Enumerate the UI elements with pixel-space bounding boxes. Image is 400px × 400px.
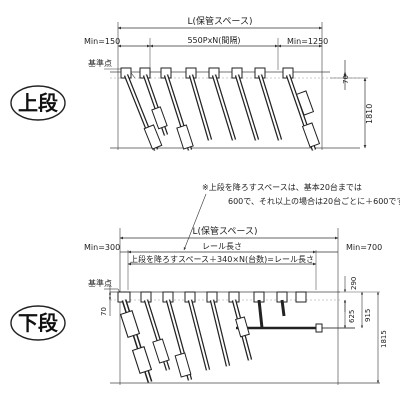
lower-rail-formula-label: 上段を降ろすスペース＋340×N(台数)=レール長さ: [130, 254, 314, 264]
lower-min-right-label: Min=700: [346, 243, 382, 252]
lower-min-left-label: Min=300: [84, 243, 120, 252]
lower-rack-8: [276, 291, 288, 317]
upper-rack-6: [231, 67, 260, 141]
upper-rack-4: [185, 67, 213, 141]
lower-badge-text: 下段: [18, 311, 58, 335]
upper-dim-height-label: 1810: [365, 104, 374, 124]
lower-section: ※上段を降ろすスペースは、基本20台までは 600で、それ以上の場合は20台ごと…: [10, 182, 400, 385]
upper-storage-space-label: L(保管スペース): [188, 15, 253, 27]
upper-rack-1: [120, 67, 163, 151]
lower-dim-915-label: 915: [364, 309, 372, 322]
upper-rack-3: [160, 67, 194, 151]
upper-min-left-label: Min=150: [84, 37, 120, 46]
lower-storage-space-label: L(保管スペース): [193, 225, 258, 237]
lower-rack-2: [140, 291, 171, 371]
upper-rack-8: [282, 67, 321, 151]
upper-min-right-label: Min=1250: [287, 37, 328, 46]
upper-badge-text: 上段: [18, 91, 58, 115]
lower-badge: 下段: [10, 305, 66, 341]
upper-reference-point-label: 基準点: [88, 58, 112, 68]
upper-rack-5: [208, 67, 237, 141]
upper-dim-top-label: 70: [342, 75, 350, 84]
lower-rack-4: [184, 291, 211, 371]
lower-dim-70-label: 70: [100, 307, 108, 316]
upper-rack-7: [254, 67, 283, 141]
lower-rail-length-label: レール長さ: [202, 242, 242, 251]
lower-rack-9: [295, 291, 307, 303]
lower-rack-5: [206, 291, 231, 367]
lower-rack-3: [162, 291, 193, 381]
upper-badge: 上段: [10, 85, 66, 121]
lower-note-line2: 600で、それ以上の場合は20台ごとに＋600です: [228, 196, 400, 206]
lower-rack-6: [228, 291, 253, 361]
lower-reference-point-label: 基準点: [88, 278, 112, 288]
upper-pitch-label: 550PxN(間隔): [187, 36, 240, 45]
lower-dim-1815-label: 1815: [380, 330, 388, 348]
lower-dim-290-label: 290: [350, 277, 358, 290]
lower-rack-7: [253, 291, 265, 329]
upper-rack-2: [139, 67, 169, 136]
lower-rack-1: [117, 291, 153, 383]
lower-note-line1: ※上段を降ろすスペースは、基本20台までは: [202, 182, 362, 192]
lower-dim-625-label: 625: [348, 310, 356, 323]
upper-section: L(保管スペース) Min=150 550PxN(間隔) Min=1250 基準…: [10, 15, 374, 151]
